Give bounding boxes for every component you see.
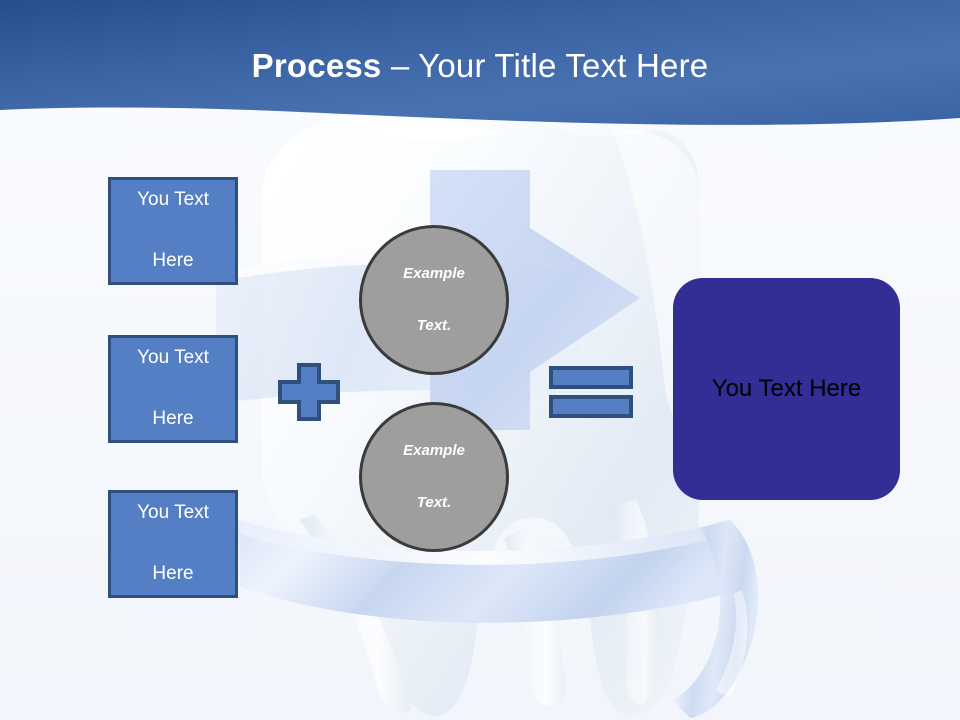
input-box-1-line1: You Text	[137, 188, 209, 210]
input-box-2-line2: Here	[152, 408, 194, 430]
plus-icon	[278, 363, 340, 421]
result-box[interactable]: You Text Here	[673, 278, 900, 500]
example-circle-1-line1: Example	[403, 264, 465, 282]
page-title-strong: Process	[251, 47, 382, 84]
example-circle-2-line2: Text.	[416, 494, 452, 512]
input-box-3-line1: You Text	[137, 501, 209, 523]
input-box-2-line1: You Text	[137, 346, 209, 368]
example-circle-2-line1: Example	[403, 441, 465, 459]
result-box-label: You Text Here	[711, 375, 862, 402]
example-circle-1-line2: Text.	[416, 317, 452, 335]
input-box-3-line2: Here	[152, 563, 194, 585]
page-title-rest: – Your Title Text Here	[381, 47, 709, 84]
input-box-1-line2: Here	[152, 250, 194, 272]
page-title: Process – Your Title Text Here	[0, 47, 960, 85]
equals-icon	[549, 366, 633, 418]
